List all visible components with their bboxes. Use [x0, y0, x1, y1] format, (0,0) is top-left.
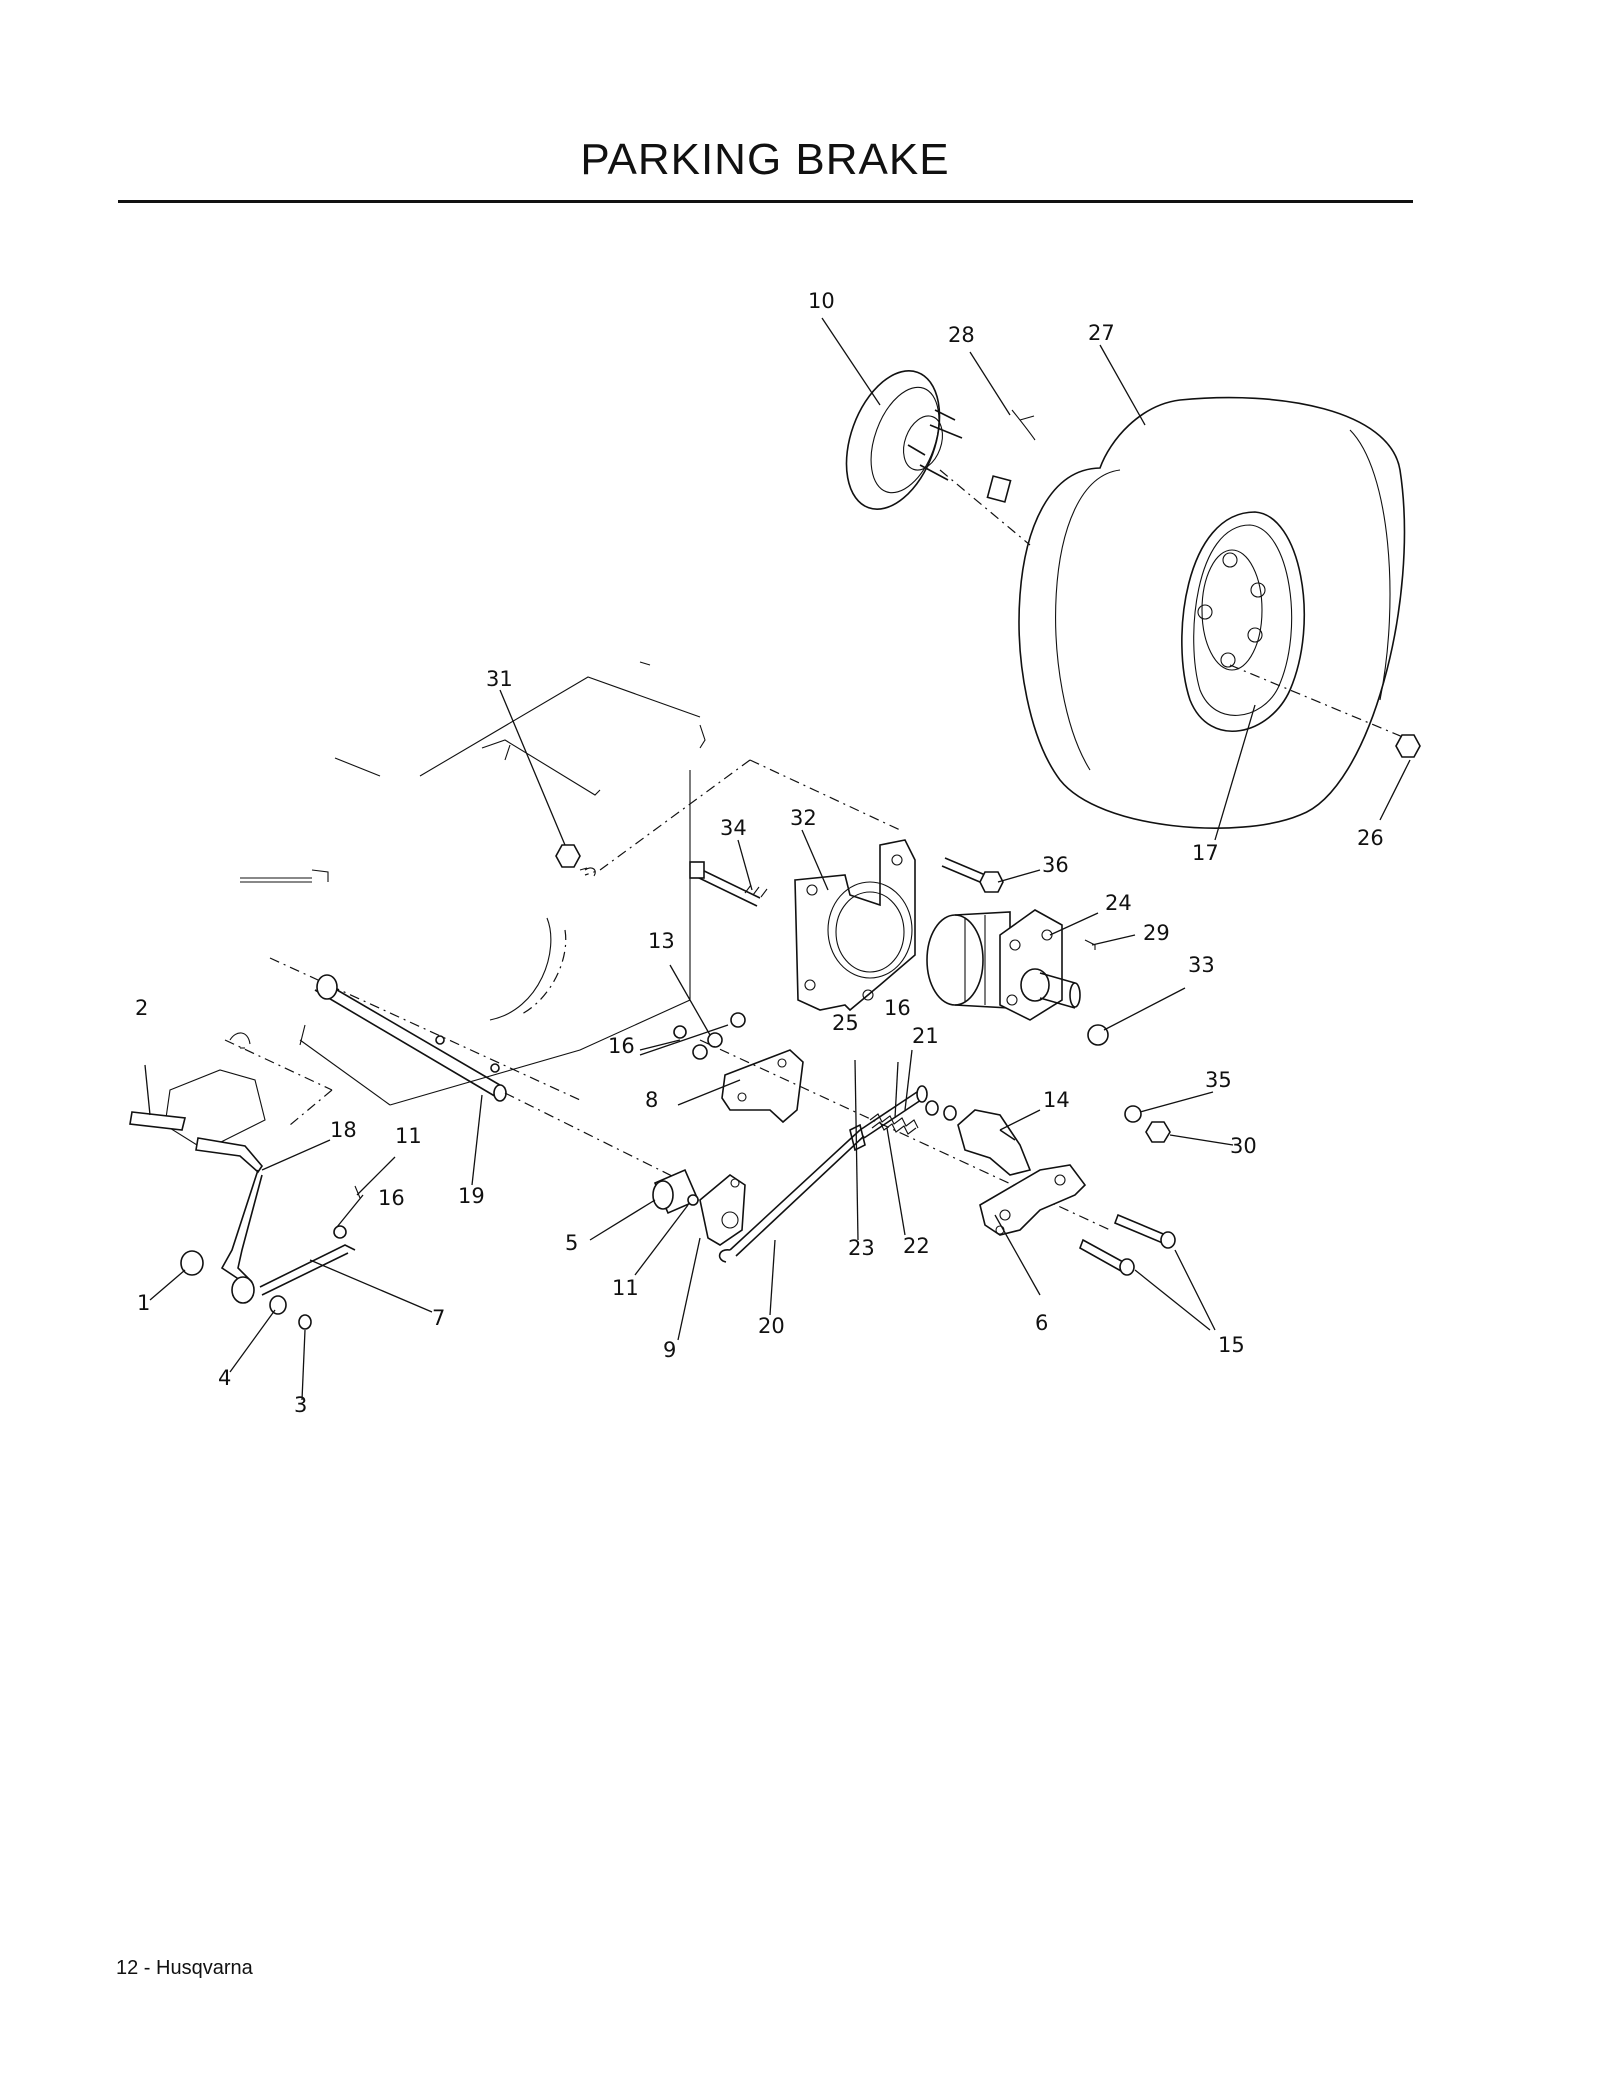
label-36: 36 [1042, 853, 1069, 877]
title-rule [118, 200, 1413, 203]
spring-drawing [849, 1113, 919, 1152]
frame-drawing [164, 661, 751, 1151]
label-26: 26 [1357, 826, 1384, 850]
label-5: 5 [565, 1231, 578, 1255]
label-8: 8 [645, 1088, 658, 1112]
pedal-drawing [129, 1111, 361, 1330]
label-22: 22 [903, 1234, 930, 1258]
label-28: 28 [948, 323, 975, 347]
label-13: 13 [648, 929, 675, 953]
label-12: 11 [395, 1124, 422, 1148]
caliper-drawing [926, 909, 1096, 1021]
leader-lines [144, 317, 1411, 1401]
link-rod-drawing [718, 1085, 928, 1263]
pins-drawing [1079, 1213, 1176, 1276]
label-6: 6 [1035, 1311, 1048, 1335]
tire-drawing [1018, 396, 1406, 829]
label-1: 1 [137, 1291, 150, 1315]
label-21: 21 [912, 1024, 939, 1048]
mechanism-drawing [925, 1100, 1087, 1236]
label-3: 3 [294, 1393, 307, 1417]
bracket-drawing [689, 759, 1004, 1012]
label-31: 31 [486, 667, 513, 691]
label-16b: 16 [884, 996, 911, 1020]
label-29: 30 [1230, 1134, 1257, 1158]
brake-disc-drawing [845, 370, 1036, 510]
label-25: 25 [832, 1011, 859, 1035]
label-2: 2 [135, 996, 148, 1020]
label-35: 35 [1205, 1068, 1232, 1092]
page-footer: 12 - Husqvarna [116, 1957, 253, 1979]
label-33: 33 [1188, 953, 1215, 977]
label-15: 15 [1218, 1333, 1245, 1357]
label-17: 17 [1192, 841, 1219, 865]
label-18: 18 [330, 1118, 357, 1142]
plate-8-drawing [673, 1012, 804, 1124]
rod-19-drawing [314, 974, 507, 1102]
label-24: 24 [1105, 891, 1132, 915]
label-32: 32 [790, 806, 817, 830]
label-20: 20 [758, 1314, 785, 1338]
label-30: 29 [1143, 921, 1170, 945]
label-11: 11 [612, 1276, 639, 1300]
label-34: 34 [720, 816, 747, 840]
part-labels: 10 28 27 31 34 32 36 24 29 33 17 26 13 1… [135, 289, 1384, 1417]
page-title: PARKING BRAKE [580, 135, 950, 184]
label-23: 23 [848, 1236, 875, 1260]
label-16a: 16 [608, 1034, 635, 1058]
pivot-drawing [652, 1168, 746, 1246]
label-14: 14 [1043, 1088, 1070, 1112]
label-19: 19 [458, 1184, 485, 1208]
label-9: 9 [663, 1338, 676, 1362]
label-7: 7 [432, 1306, 445, 1330]
label-27: 27 [1088, 321, 1115, 345]
label-16c: 16 [378, 1186, 405, 1210]
label-10: 10 [808, 289, 835, 313]
label-4: 4 [218, 1366, 231, 1390]
